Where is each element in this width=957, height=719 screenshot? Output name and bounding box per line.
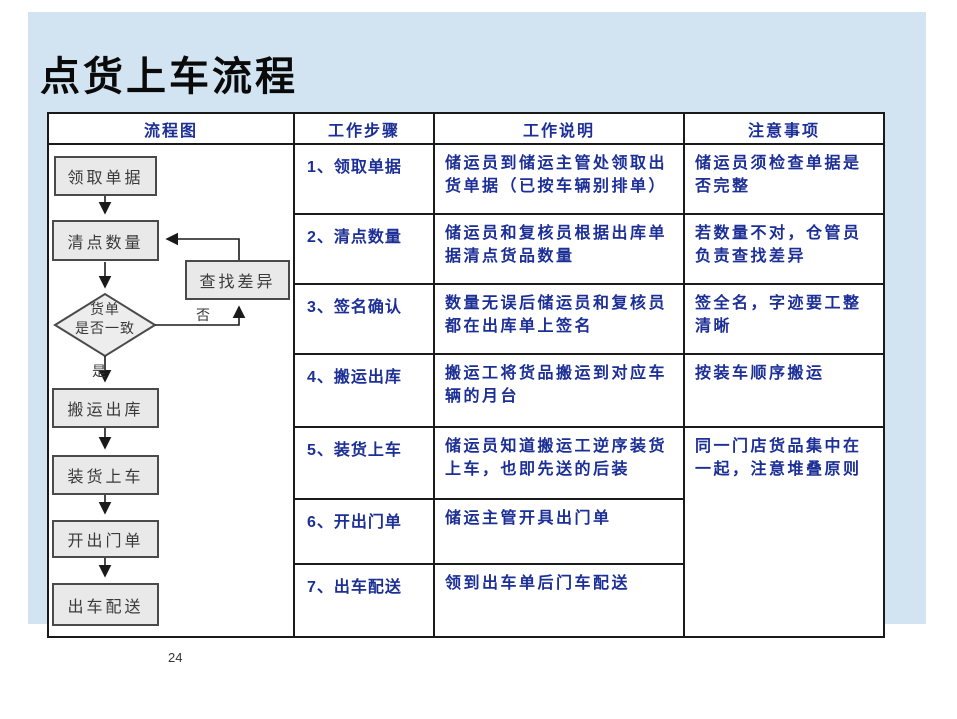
step-cell: 6、开出门单: [293, 498, 435, 565]
flow-node-find-discrepancy: 查找差异: [185, 260, 290, 300]
table-row: 6、开出门单 储运主管开具出门单: [48, 498, 884, 565]
table-row: 2、清点数量 储运员和复核员根据出库单据清点货品数量 若数量不对，仓管员负责查找…: [48, 213, 885, 285]
flow-node-receive-documents: 领取单据: [54, 156, 157, 196]
flow-node-issue-gate-pass: 开出门单: [52, 520, 159, 558]
description-cell: 储运员到储运主管处领取出货单据（已按车辆别排单）: [433, 143, 685, 215]
column-header-notes: 注意事项: [683, 112, 885, 145]
description-cell: 领到出车单后门车配送: [433, 563, 685, 638]
step-cell: 2、清点数量: [293, 213, 435, 285]
edge-label-no: 否: [196, 307, 211, 323]
step-cell: 7、出车配送: [293, 563, 435, 638]
description-cell: 数量无误后储运员和复核员都在出库单上签名: [433, 283, 685, 355]
step-cell: 5、装货上车: [293, 426, 435, 500]
note-cell: 储运员须检查单据是否完整: [683, 143, 885, 215]
flow-decision-line2: 是否一致: [75, 319, 135, 336]
note-cell: 按装车顺序搬运: [683, 353, 885, 428]
description-cell: 储运主管开具出门单: [433, 498, 685, 565]
note-cell: 若数量不对，仓管员负责查找差异: [683, 213, 885, 285]
page-number: 24: [168, 650, 183, 665]
flow-node-count-quantity: 清点数量: [52, 220, 159, 261]
column-header-steps: 工作步骤: [293, 112, 435, 145]
step-cell: 1、领取单据: [293, 143, 435, 215]
slide-title: 点货上车流程: [40, 53, 298, 100]
note-cell: 签全名，字迹要工整清晰: [683, 283, 885, 355]
edge-label-yes: 是: [92, 363, 107, 379]
table-row: 4、搬运出库 搬运工将货品搬运到对应车辆的月台 按装车顺序搬运: [48, 353, 885, 428]
flowchart: 领取单据 清点数量 查找差异 货单 是否一致 否 是 搬运出库 装货上车 开出门…: [50, 146, 291, 634]
column-header-flowchart: 流程图: [47, 112, 295, 145]
column-header-description: 工作说明: [433, 112, 685, 145]
flowchart-connectors: [53, 196, 246, 578]
flowchart-cell: 领取单据 清点数量 查找差异 货单 是否一致 否 是 搬运出库 装货上车 开出门…: [47, 143, 295, 638]
table-row: 7、出车配送 领到出车单后门车配送: [48, 563, 884, 638]
flow-node-load-truck: 装货上车: [52, 455, 159, 495]
flow-decision-label: 货单 是否一致: [55, 300, 155, 352]
step-cell: 4、搬运出库: [293, 353, 435, 428]
process-table: 流程图 工作步骤 工作说明 注意事项: [47, 112, 885, 638]
flow-node-depart-delivery: 出车配送: [52, 583, 159, 626]
table-row: 3、签名确认 数量无误后储运员和复核员都在出库单上签名 签全名，字迹要工整清晰: [48, 283, 885, 355]
note-cell: 同一门店货品集中在一起，注意堆叠原则: [683, 426, 885, 638]
step-cell: 3、签名确认: [293, 283, 435, 355]
description-cell: 储运员和复核员根据出库单据清点货品数量: [433, 213, 685, 285]
description-cell: 搬运工将货品搬运到对应车辆的月台: [433, 353, 685, 428]
table-row: 领取单据 清点数量 查找差异 货单 是否一致 否 是 搬运出库 装货上车 开出门…: [47, 143, 885, 638]
description-cell: 储运员知道搬运工逆序装货上车，也即先送的后装: [433, 426, 685, 500]
flow-node-move-out-warehouse: 搬运出库: [52, 388, 159, 428]
flow-decision-line1: 货单: [90, 301, 120, 317]
table-row: 5、装货上车 储运员知道搬运工逆序装货上车，也即先送的后装 同一门店货品集中在一…: [48, 426, 885, 638]
